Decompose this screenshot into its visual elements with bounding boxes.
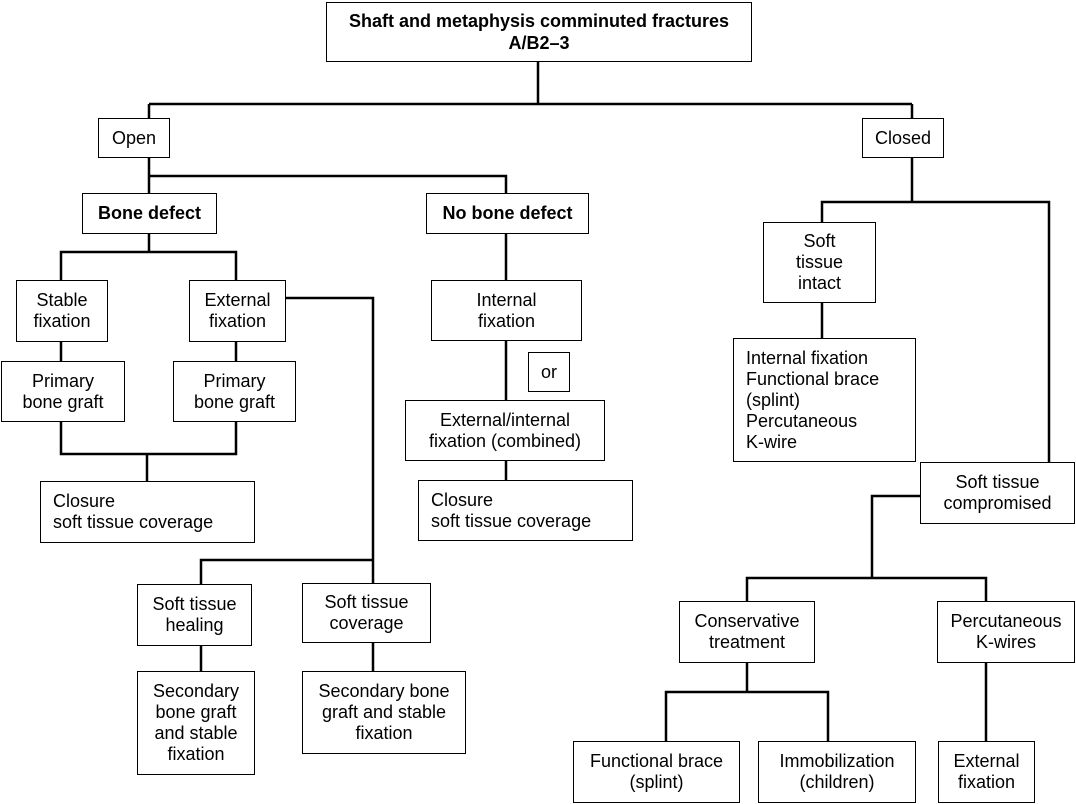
external-fixation-final-node: External fixation — [938, 741, 1035, 803]
secondary-bone-graft-node-b: Secondary bone graft and stable fixation — [302, 671, 466, 754]
stable-fixation-node: Stable fixation — [16, 280, 108, 342]
functional-brace-node: Functional brace (splint) — [573, 741, 740, 803]
primary-bone-graft-node-a: Primary bone graft — [1, 361, 125, 422]
soft-tissue-compromised-node: Soft tissue compromised — [920, 462, 1075, 524]
soft-tissue-healing-node: Soft tissue healing — [137, 584, 252, 646]
intact-options-node: Internal fixation Functional brace (spli… — [733, 338, 916, 462]
title-line-2: A/B2–3 — [508, 33, 570, 53]
immobilization-node: Immobilization (children) — [758, 741, 916, 803]
internal-fixation-node: Internal fixation — [431, 280, 582, 341]
bone-defect-node: Bone defect — [82, 193, 217, 234]
no-bone-defect-node: No bone defect — [426, 193, 589, 234]
external-fixation-node: External fixation — [189, 280, 286, 342]
or-node: or — [528, 352, 570, 392]
secondary-bone-graft-node-a: Secondary bone graft and stable fixation — [137, 671, 255, 775]
closure-node-a: Closure soft tissue coverage — [40, 481, 255, 543]
soft-tissue-coverage-node: Soft tissue coverage — [302, 583, 431, 643]
closed-node: Closed — [862, 118, 944, 158]
external-internal-fixation-node: External/internal fixation (combined) — [405, 400, 605, 461]
title-line-1: Shaft and metaphysis comminuted fracture… — [348, 11, 730, 31]
open-node: Open — [98, 118, 170, 158]
primary-bone-graft-node-b: Primary bone graft — [173, 361, 296, 422]
percutaneous-kwires-node: Percutaneous K-wires — [937, 601, 1075, 663]
conservative-treatment-node: Conservative treatment — [679, 601, 815, 663]
soft-tissue-intact-node: Soft tissue intact — [763, 222, 876, 303]
closure-node-b: Closure soft tissue coverage — [418, 480, 633, 541]
title-box: Shaft and metaphysis comminuted fracture… — [326, 2, 752, 62]
